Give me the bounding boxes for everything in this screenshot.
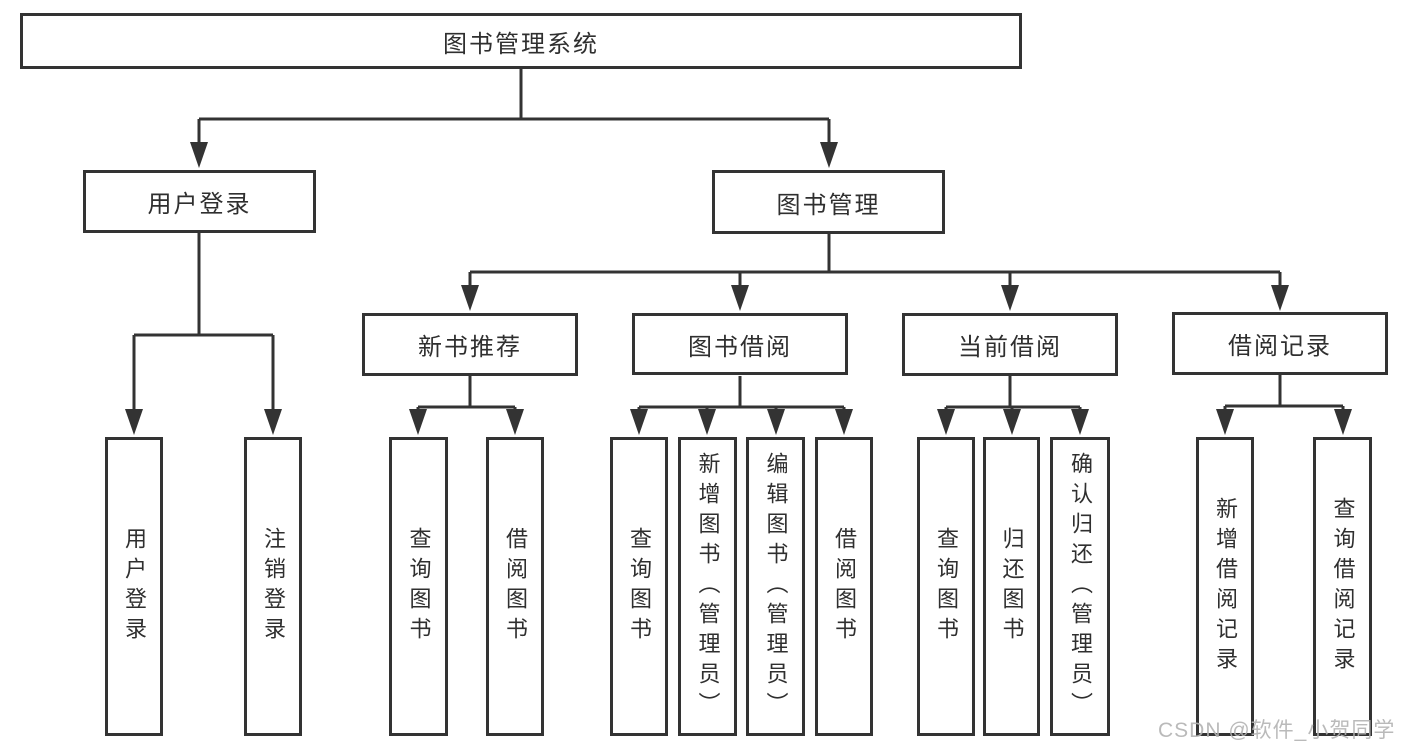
node-borrowing-records: 借阅记录 bbox=[1172, 312, 1388, 375]
leaf-add-borrow-record-label: 新增借阅记录 bbox=[1213, 496, 1238, 677]
leaf-query-borrow-record: 查询借阅记录 bbox=[1313, 437, 1372, 736]
node-root-system-label: 图书管理系统 bbox=[443, 30, 599, 58]
leaf-add-book-admin: 新增图书（管理员） bbox=[678, 437, 737, 736]
node-root-system: 图书管理系统 bbox=[20, 13, 1022, 69]
node-new-book-recommendation: 新书推荐 bbox=[362, 313, 578, 376]
leaf-edit-book-admin: 编辑图书（管理员） bbox=[746, 437, 805, 736]
leaf-query-borrow-record-label: 查询借阅记录 bbox=[1330, 496, 1356, 677]
leaf-return-book-label: 归还图书 bbox=[999, 526, 1025, 647]
connector-paths bbox=[132, 69, 1345, 413]
leaf-add-borrow-record: 新增借阅记录 bbox=[1196, 437, 1254, 736]
leaf-confirm-return-admin: 确认归还（管理员） bbox=[1050, 437, 1110, 736]
leaf-query-book-label: 查询图书 bbox=[627, 526, 652, 647]
csdn-watermark: CSDN @软件_小贺同学 bbox=[1158, 719, 1396, 742]
leaf-user-login: 用户登录 bbox=[105, 437, 163, 736]
leaf-borrow-book-under-recommendation: 借阅图书 bbox=[486, 437, 544, 736]
leaf-query-book-label: 查询图书 bbox=[406, 526, 432, 647]
leaf-user-login-label: 用户登录 bbox=[122, 526, 147, 647]
leaf-borrow-book-label: 借阅图书 bbox=[503, 526, 528, 647]
leaf-query-book-under-recommendation: 查询图书 bbox=[389, 437, 448, 736]
leaf-borrow-book-under-borrowing: 借阅图书 bbox=[815, 437, 873, 736]
leaf-query-book-under-current: 查询图书 bbox=[917, 437, 975, 736]
node-book-borrowing-label: 图书借阅 bbox=[688, 333, 792, 361]
node-current-borrowing-label: 当前借阅 bbox=[958, 334, 1062, 361]
leaf-logout-label: 注销登录 bbox=[261, 526, 286, 647]
leaf-confirm-return-admin-label: 确认归还（管理员） bbox=[1068, 451, 1093, 722]
node-user-login-group-label: 用户登录 bbox=[147, 191, 252, 218]
node-new-book-recommendation-label: 新书推荐 bbox=[418, 334, 522, 361]
leaf-query-book-label: 查询图书 bbox=[934, 526, 959, 647]
leaf-logout: 注销登录 bbox=[244, 437, 302, 736]
leaf-add-book-admin-label: 新增图书（管理员） bbox=[695, 451, 721, 722]
leaf-return-book: 归还图书 bbox=[983, 437, 1040, 736]
leaf-query-book-under-borrowing: 查询图书 bbox=[610, 437, 668, 736]
node-user-login-group: 用户登录 bbox=[83, 170, 316, 233]
node-book-management: 图书管理 bbox=[712, 170, 945, 234]
arrowheads bbox=[125, 142, 1352, 435]
node-book-borrowing: 图书借阅 bbox=[632, 313, 848, 375]
node-borrowing-records-label: 借阅记录 bbox=[1228, 333, 1332, 360]
leaf-edit-book-admin-label: 编辑图书（管理员） bbox=[763, 451, 789, 722]
node-book-management-label: 图书管理 bbox=[776, 191, 881, 219]
leaf-borrow-book-label: 借阅图书 bbox=[832, 526, 857, 647]
node-current-borrowing: 当前借阅 bbox=[902, 313, 1118, 376]
